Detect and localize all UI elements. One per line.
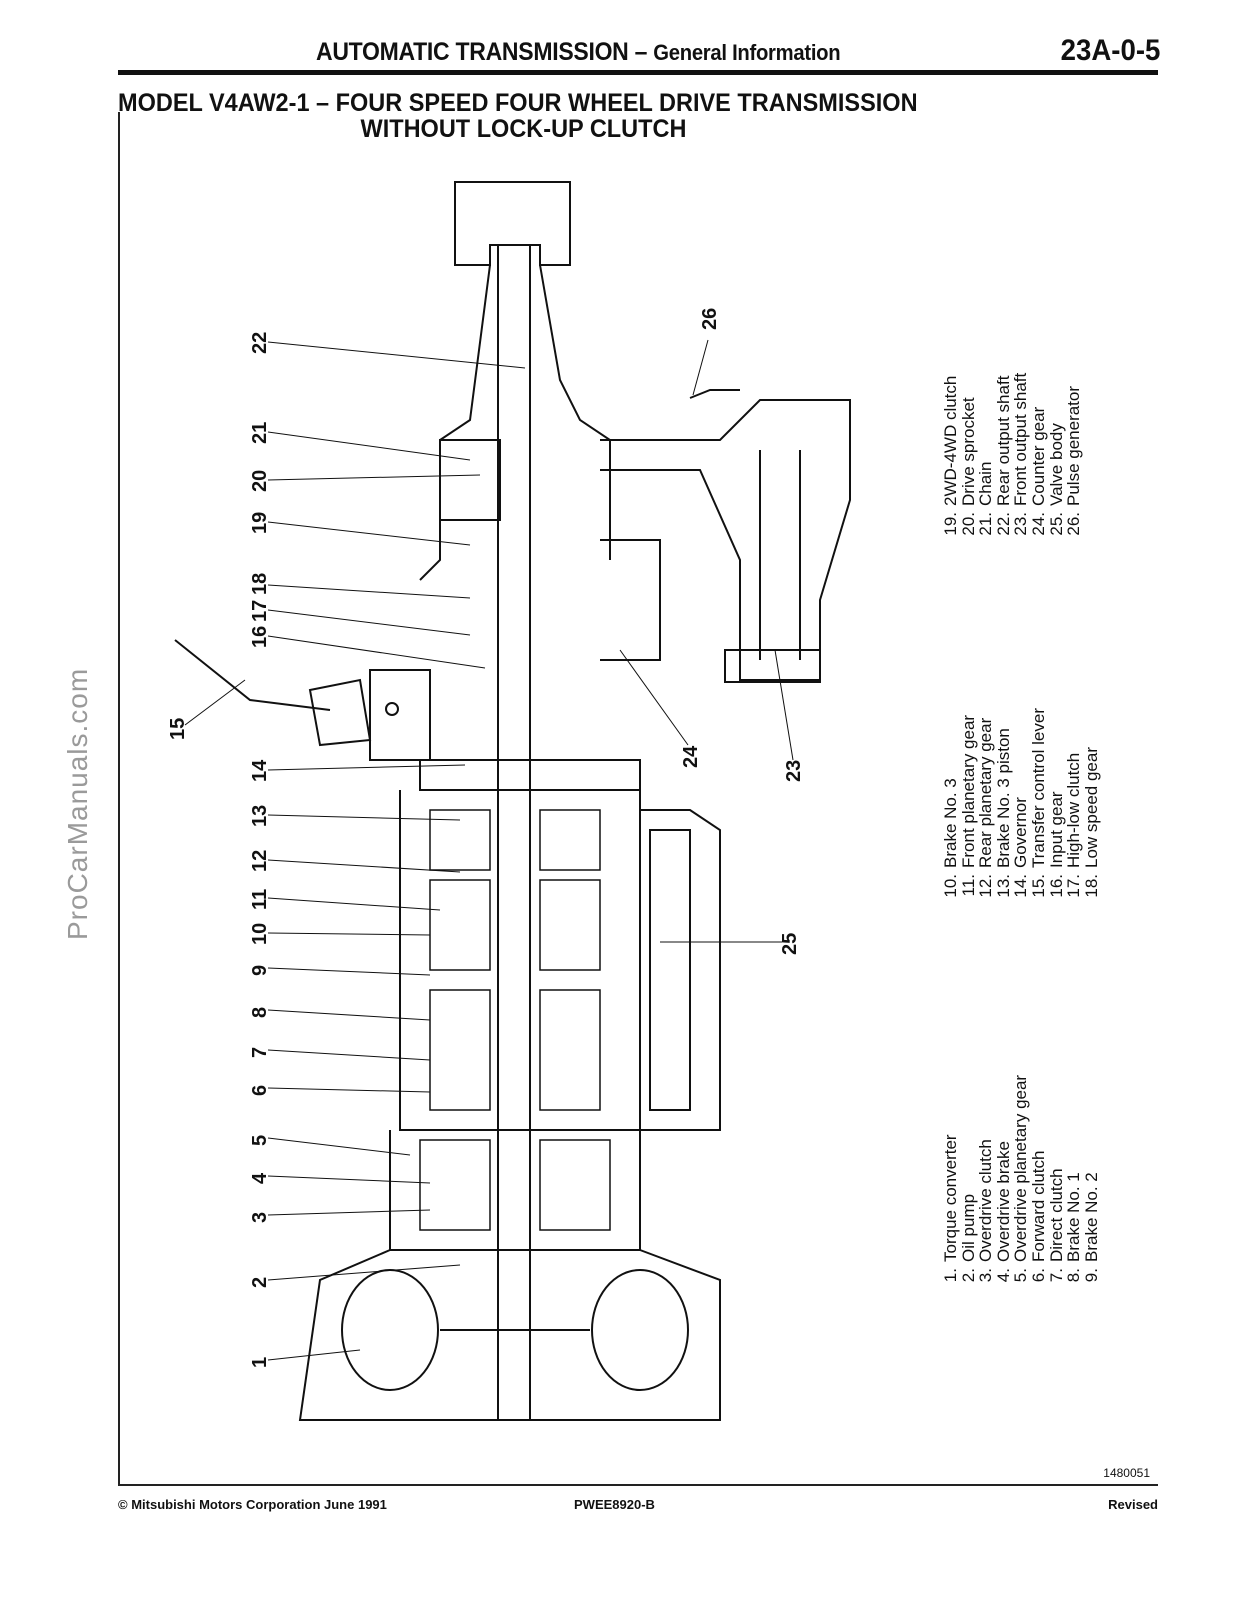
model-title-line-1: MODEL V4AW2-1 – FOUR SPEED FOUR WHEEL DR… bbox=[118, 89, 918, 117]
legend-item: 2.Oil pump bbox=[958, 1193, 978, 1283]
planetary-case bbox=[399, 790, 641, 1131]
lever-housing bbox=[369, 669, 431, 761]
legend-item: 7.Direct clutch bbox=[1046, 1168, 1066, 1283]
callout-16: 16 bbox=[249, 626, 271, 648]
rear-extension-housing bbox=[454, 181, 571, 266]
lever-boot bbox=[308, 678, 372, 747]
legend-item: 1.Torque converter bbox=[941, 1134, 960, 1283]
torque-converter-housing bbox=[298, 1249, 721, 1421]
callout-8: 8 bbox=[249, 1007, 271, 1018]
legend-item: 26.Pulse generator bbox=[1064, 385, 1084, 536]
callout-19: 19 bbox=[249, 512, 271, 534]
callout-23: 23 bbox=[783, 760, 805, 782]
legend-item: 5.Overdrive planetary gear bbox=[1011, 1074, 1031, 1283]
callout-1: 1 bbox=[249, 1357, 271, 1368]
callout-9: 9 bbox=[249, 965, 271, 976]
callout-14: 14 bbox=[249, 759, 271, 782]
callout-18: 18 bbox=[249, 573, 271, 595]
callout-4: 4 bbox=[249, 1172, 271, 1184]
clutch-packs bbox=[419, 809, 611, 1231]
callout-24: 24 bbox=[680, 745, 702, 768]
callout-15: 15 bbox=[167, 718, 189, 740]
callout-3: 3 bbox=[249, 1212, 271, 1223]
legend-group-1: 1.Torque converter 2.Oil pump 3.Overdriv… bbox=[941, 1074, 1101, 1296]
callout-12: 12 bbox=[249, 850, 271, 872]
legend-item: 10.Brake No. 3 bbox=[941, 778, 960, 898]
legend-item: 9.Brake No. 2 bbox=[1081, 1172, 1101, 1283]
legend-item: 6.Forward clutch bbox=[1028, 1150, 1048, 1283]
legend-item: 23.Front output shaft bbox=[1011, 372, 1031, 536]
callout-7: 7 bbox=[249, 1047, 271, 1058]
legend-item: 17.High-low clutch bbox=[1064, 752, 1084, 898]
footer-doc-code: PWEE8920-B bbox=[574, 1497, 655, 1512]
overdrive-case bbox=[389, 1130, 641, 1251]
callout-10: 10 bbox=[249, 923, 271, 945]
torque-converter-right-lobe bbox=[591, 1269, 689, 1391]
callout-25: 25 bbox=[779, 933, 801, 955]
frame-left-border bbox=[118, 112, 120, 1484]
figure-number: 1480051 bbox=[1103, 1466, 1150, 1480]
section-title: AUTOMATIC TRANSMISSION – General Informa… bbox=[316, 38, 841, 67]
frame-bottom-border bbox=[118, 1484, 1158, 1486]
legend-item: 22.Rear output shaft bbox=[993, 375, 1013, 536]
callout-21: 21 bbox=[249, 422, 271, 444]
lever-pivot bbox=[385, 702, 399, 716]
callout-numbers: 1 2 3 4 5 6 7 8 9 10 11 12 13 14 15 16 1… bbox=[167, 308, 805, 1368]
front-output-shaft bbox=[759, 450, 801, 660]
legend-item: 16.Input gear bbox=[1046, 791, 1066, 898]
legend-group-2: 10.Brake No. 3 11.Front planetary gear 1… bbox=[941, 708, 1101, 902]
legend-item: 4.Overdrive brake bbox=[993, 1141, 1013, 1283]
legend-item: 15.Transfer control lever bbox=[1028, 708, 1048, 898]
footer-status: Revised bbox=[1108, 1497, 1158, 1512]
legend-item: 25.Valve body bbox=[1046, 423, 1066, 536]
legend-item: 13.Brake No. 3 piston bbox=[993, 728, 1013, 898]
legend-item: 24.Counter gear bbox=[1028, 406, 1048, 536]
housing-left-wall bbox=[419, 264, 491, 581]
front-output-flange bbox=[724, 649, 821, 683]
housing-right-wall bbox=[539, 264, 611, 560]
page-header: AUTOMATIC TRANSMISSION – General Informa… bbox=[300, 34, 1160, 70]
callout-20: 20 bbox=[249, 470, 271, 492]
callout-22: 22 bbox=[249, 332, 271, 354]
valve-body-pan bbox=[640, 809, 721, 1131]
legend-item: 21.Chain bbox=[976, 461, 996, 536]
page-number: 23A-0-5 bbox=[1060, 34, 1160, 67]
legend-item: 20.Drive sprocket bbox=[958, 397, 978, 536]
transmission-cross-section-diagram: 1 2 3 4 5 6 7 8 9 10 11 12 13 14 15 16 1… bbox=[167, 181, 851, 1421]
legend-item: 3.Overdrive clutch bbox=[976, 1139, 996, 1283]
diagram-outline bbox=[174, 181, 851, 1421]
legend-item: 8.Brake No. 1 bbox=[1064, 1172, 1084, 1283]
legend-item: 14.Governor bbox=[1011, 797, 1031, 898]
callout-5: 5 bbox=[249, 1135, 271, 1146]
transfer-lever-shaft bbox=[174, 639, 331, 711]
callout-11: 11 bbox=[249, 889, 271, 910]
pulse-generator-body bbox=[689, 389, 740, 399]
torque-converter-left-lobe bbox=[341, 1269, 439, 1391]
callout-2: 2 bbox=[249, 1277, 271, 1288]
footer-copyright: © Mitsubishi Motors Corporation June 199… bbox=[118, 1497, 387, 1512]
section-name: AUTOMATIC TRANSMISSION bbox=[316, 38, 629, 66]
callout-26: 26 bbox=[699, 308, 721, 330]
legend-item: 18.Low speed gear bbox=[1081, 747, 1101, 898]
section-subtitle: General Information bbox=[653, 40, 841, 65]
header-rule bbox=[118, 70, 1158, 75]
title-separator: – bbox=[628, 38, 654, 66]
model-title: MODEL V4AW2-1 – FOUR SPEED FOUR WHEEL DR… bbox=[118, 90, 918, 142]
legend-item: 12.Rear planetary gear bbox=[976, 717, 996, 898]
valve-body bbox=[649, 829, 691, 1111]
watermark: ProCarManuals.com bbox=[62, 667, 93, 940]
counter-gear-housing bbox=[600, 539, 661, 661]
callout-13: 13 bbox=[249, 805, 271, 827]
model-title-line-2: WITHOUT LOCK-UP CLUTCH bbox=[360, 115, 687, 143]
legend-item: 19.2WD-4WD clutch bbox=[941, 375, 960, 536]
legend-item: 11.Front planetary gear bbox=[958, 714, 978, 897]
leader-lines bbox=[184, 339, 794, 1361]
transfer-case bbox=[600, 399, 851, 681]
main-shaft bbox=[497, 245, 531, 1420]
drive-sprocket-housing bbox=[439, 439, 501, 521]
callout-17: 17 bbox=[249, 600, 271, 622]
callout-6: 6 bbox=[249, 1085, 271, 1096]
legend-group-3: 19.2WD-4WD clutch 20.Drive sprocket 21.C… bbox=[941, 372, 1084, 540]
